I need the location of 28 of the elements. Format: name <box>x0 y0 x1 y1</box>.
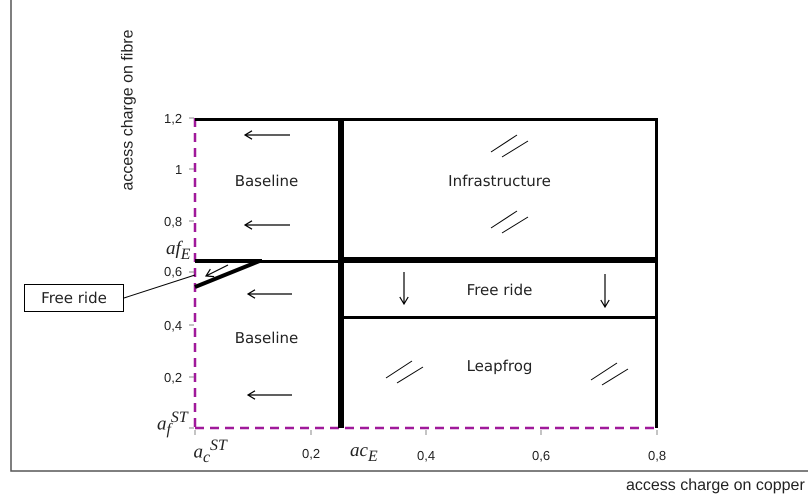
axis-tick-label: 0,4 <box>164 318 182 332</box>
axis-tick-label: 0,4 <box>417 448 436 462</box>
callout-label: Free ride <box>41 289 107 307</box>
region <box>341 260 658 319</box>
axis-tick-label: 0,6 <box>532 448 550 462</box>
region-label: Baseline <box>234 328 298 346</box>
region-label: Free ride <box>466 280 532 298</box>
axis-tick-symbol: af$_{E}$ <box>166 239 190 263</box>
region <box>195 260 341 428</box>
axis-tick-label: 0,8 <box>648 448 666 462</box>
region <box>341 118 658 260</box>
region-label: Baseline <box>234 172 298 190</box>
axis-title: access charge on copper <box>626 478 805 494</box>
axis-tick-label: 0,6 <box>164 264 182 278</box>
region <box>341 319 658 428</box>
leader-line <box>124 274 196 298</box>
region-label: Leapfrog <box>466 356 532 374</box>
callout-box <box>24 284 124 312</box>
axis-tick-label: 0,2 <box>302 446 320 460</box>
axis-tick-label: 1 <box>175 162 182 176</box>
axis-tick-label: 0,8 <box>164 214 182 228</box>
region <box>195 118 341 260</box>
region-label: Infrastructure <box>448 172 551 190</box>
axis-tick-symbol: ac$_{E}$ <box>350 441 378 465</box>
axis-title: access charge on fibre <box>120 30 136 190</box>
axis-tick-label: 0,2 <box>164 370 182 384</box>
triangle-region <box>194 259 264 289</box>
axis-tick-label: 1,2 <box>164 112 182 124</box>
